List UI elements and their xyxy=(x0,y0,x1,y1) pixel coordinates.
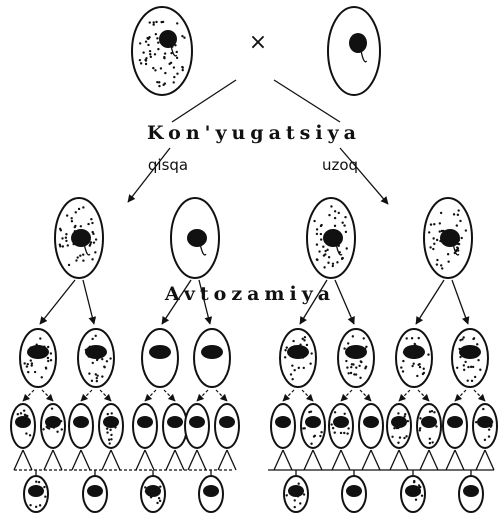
nucleus xyxy=(477,416,493,428)
final-cell-4 xyxy=(199,476,223,512)
division-cell-2 xyxy=(78,329,114,387)
autogamy-cell-5 xyxy=(133,404,157,448)
nucleus xyxy=(363,416,379,428)
nucleus xyxy=(459,345,481,359)
autogamy-label: Avtozamiya xyxy=(164,283,335,305)
nucleus xyxy=(103,416,119,428)
autogamy-cell-16 xyxy=(473,404,497,448)
autogamy-cell-4 xyxy=(99,404,123,448)
final-cell-8 xyxy=(459,476,483,512)
nucleus xyxy=(440,229,460,247)
nucleus xyxy=(87,485,103,497)
nucleus xyxy=(403,345,425,359)
final-cell-1 xyxy=(24,476,48,512)
final-cell-6 xyxy=(342,476,366,512)
autogamy-cell-15 xyxy=(443,404,467,448)
nucleus xyxy=(349,33,367,53)
nucleus xyxy=(405,485,421,497)
nucleus xyxy=(345,345,367,359)
autogamy-cell-11 xyxy=(329,404,353,448)
nucleus xyxy=(275,416,291,428)
nucleus xyxy=(27,345,49,359)
nucleus xyxy=(447,416,463,428)
nucleus xyxy=(201,345,223,359)
autogamy-cell-10 xyxy=(301,404,325,448)
nucleus xyxy=(71,229,91,247)
nucleus xyxy=(391,416,407,428)
nucleus xyxy=(73,416,89,428)
autogamy-cell-13 xyxy=(387,404,411,448)
cross-symbol: × xyxy=(249,30,267,55)
exconjugant-cell-1 xyxy=(55,198,103,278)
division-cell-1 xyxy=(20,329,56,387)
nucleus xyxy=(333,416,349,428)
nucleus xyxy=(85,345,107,359)
autogamy-cell-7 xyxy=(185,404,209,448)
autogamy-cell-3 xyxy=(69,404,93,448)
conjugation-label: Kon'yugatsiya xyxy=(147,122,361,144)
nucleus xyxy=(346,485,362,497)
nucleus xyxy=(203,485,219,497)
nucleus xyxy=(15,416,31,428)
autogamy-cell-8 xyxy=(215,404,239,448)
autogamy-cell-1 xyxy=(11,404,35,448)
nucleus xyxy=(189,416,205,428)
nucleus xyxy=(145,485,161,497)
division-cell-8 xyxy=(452,329,488,387)
autogamy-cell-2 xyxy=(41,404,65,448)
final-cell-7 xyxy=(401,476,425,512)
nucleus xyxy=(28,485,44,497)
division-cell-4 xyxy=(194,329,230,387)
nucleus xyxy=(288,485,304,497)
cells xyxy=(11,7,497,512)
division-cell-5 xyxy=(280,329,316,387)
exconjugant-cell-4 xyxy=(424,198,472,278)
short-label: qisqa xyxy=(148,156,188,174)
autogamy-cell-14 xyxy=(417,404,441,448)
nucleus xyxy=(159,30,177,48)
nucleus xyxy=(287,345,309,359)
division-cell-6 xyxy=(338,329,374,387)
final-cell-2 xyxy=(83,476,107,512)
nucleus xyxy=(187,229,207,247)
exconjugant-cell-3 xyxy=(307,198,355,278)
nucleus xyxy=(149,345,171,359)
nucleus xyxy=(463,485,479,497)
autogamy-cell-9 xyxy=(271,404,295,448)
division-cell-3 xyxy=(142,329,178,387)
autogamy-cell-6 xyxy=(163,404,187,448)
exconjugant-cell-2 xyxy=(171,198,219,278)
nucleus xyxy=(45,416,61,428)
long-label: uzoq xyxy=(322,156,358,174)
parent-cell-left xyxy=(132,7,192,95)
division-cell-7 xyxy=(396,329,432,387)
nucleus xyxy=(137,416,153,428)
final-cell-3 xyxy=(141,476,165,512)
nucleus xyxy=(305,416,321,428)
nucleus xyxy=(167,416,183,428)
autogamy-cell-12 xyxy=(359,404,383,448)
nucleus xyxy=(421,416,437,428)
final-cell-5 xyxy=(284,476,308,512)
nucleus xyxy=(323,229,343,247)
parent-cell-right xyxy=(328,7,380,95)
nucleus xyxy=(219,416,235,428)
